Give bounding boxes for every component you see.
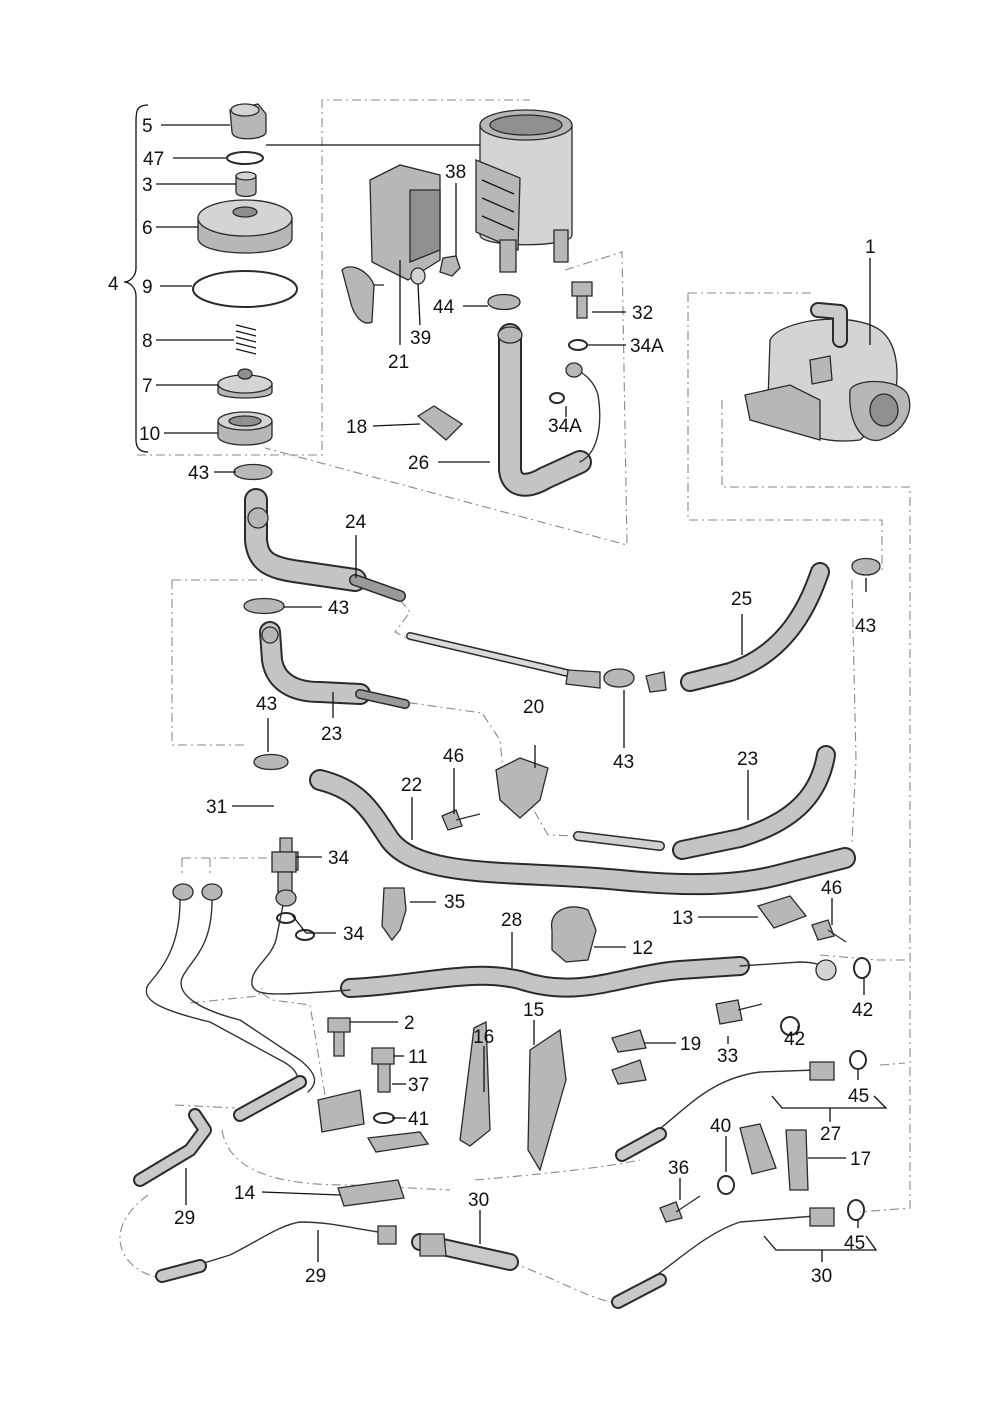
callout-label: 43 (188, 463, 209, 484)
callout-label: 44 (433, 297, 455, 318)
callout-label: 27 (820, 1124, 841, 1145)
bolts (271, 281, 871, 1223)
callout-label: 42 (852, 1000, 873, 1021)
callout-label: 45 (844, 1233, 865, 1254)
callout-label: 29 (305, 1266, 326, 1287)
callout-label: 36 (668, 1158, 689, 1179)
callout-label: 3 (142, 175, 153, 196)
callout-label: 11 (408, 1047, 428, 1068)
callout-label: 34A (630, 336, 664, 357)
callout-label: 35 (444, 892, 465, 913)
callout-label: 41 (408, 1109, 429, 1130)
callout-label: 23 (321, 724, 342, 745)
callout-label: 8 (142, 331, 153, 352)
callout-label: 6 (142, 218, 153, 239)
callout-label: 47 (143, 149, 164, 170)
callout-label: 32 (632, 303, 653, 324)
dashed-group-lines (119, 99, 911, 1304)
callout-label: 19 (680, 1034, 701, 1055)
callout-label: 17 (850, 1149, 871, 1170)
callout-label: 14 (234, 1183, 256, 1204)
callout-label: 18 (346, 417, 367, 438)
reservoir (475, 109, 573, 273)
misc-parts (317, 757, 837, 1207)
reservoir-cap-parts (192, 103, 298, 446)
callout-labels: 5 47 3 6 4 9 8 7 10 38 21 39 44 32 34A 3… (108, 116, 876, 1287)
callout-label: 40 (710, 1116, 731, 1137)
hoses (133, 323, 856, 1309)
callout-label: 34 (328, 848, 350, 869)
callout-label: 29 (174, 1208, 195, 1229)
callout-label: 15 (523, 1000, 544, 1021)
callout-label: 2 (404, 1013, 415, 1034)
callout-label: 33 (717, 1046, 738, 1067)
hose-clamps (233, 293, 881, 1085)
callout-label: 23 (737, 749, 758, 770)
callout-label: 43 (256, 694, 277, 715)
callout-label: 43 (328, 598, 349, 619)
callout-label: 46 (443, 746, 464, 767)
line-fittings (172, 326, 835, 1257)
callout-label: 28 (501, 910, 522, 931)
callout-label: 39 (410, 328, 431, 349)
callout-label: 12 (632, 938, 653, 959)
callout-label: 16 (473, 1027, 494, 1048)
callout-label: 1 (865, 237, 876, 258)
callout-label: 20 (523, 697, 544, 718)
callout-label: 43 (855, 616, 876, 637)
callout-label: 30 (811, 1266, 832, 1287)
callout-label: 13 (672, 908, 693, 929)
callout-label: 7 (142, 376, 153, 397)
callout-label: 4 (108, 274, 119, 295)
callout-label: 21 (388, 352, 409, 373)
callout-label: 34 (343, 924, 365, 945)
callout-label: 45 (848, 1086, 869, 1107)
power-steering-pump (744, 302, 911, 442)
bracket-parts (341, 164, 461, 324)
callout-label: 46 (821, 878, 842, 899)
callout-label: 5 (142, 116, 153, 137)
callout-label: 22 (401, 775, 422, 796)
callout-label: 31 (206, 797, 227, 818)
callout-label: 30 (468, 1190, 489, 1211)
callout-label: 24 (345, 512, 367, 533)
callout-label: 43 (613, 752, 634, 773)
callout-label: 42 (784, 1029, 805, 1050)
callout-label: 38 (445, 162, 466, 183)
callout-label: 34A (548, 416, 582, 437)
callout-label: 9 (142, 277, 153, 298)
callout-label: 25 (731, 589, 752, 610)
leader-lines (156, 124, 888, 1262)
group-bracket (123, 104, 149, 453)
callout-label: 26 (408, 453, 429, 474)
callout-label: 37 (408, 1075, 429, 1096)
callout-label: 10 (139, 424, 160, 445)
